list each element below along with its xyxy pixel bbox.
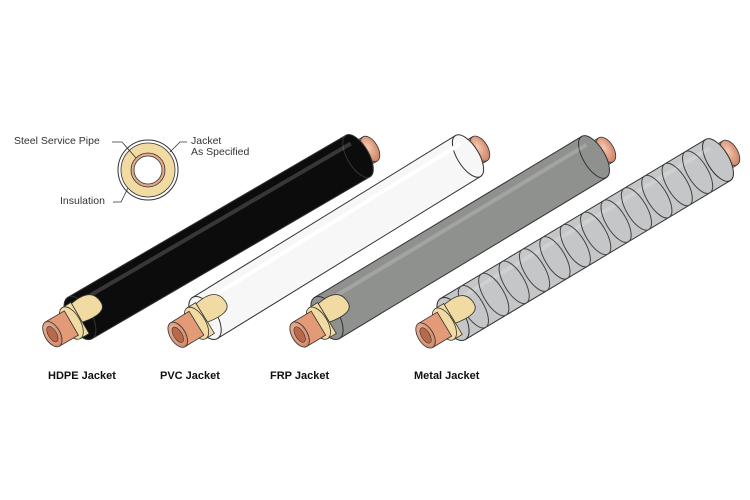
metal-jacket-seam [498, 260, 530, 305]
metal-jacket-seam [620, 187, 653, 231]
frp-jacket-back-end [578, 135, 610, 179]
hdpe-insulation-cutaway [71, 294, 103, 323]
jacket-label-line1: Jacket [191, 135, 222, 147]
metal-jacket-seam [559, 223, 591, 268]
metal-pipe [415, 138, 741, 349]
leader-service-pipe [112, 141, 137, 159]
metal-jacket-back-end [702, 138, 734, 182]
frp-jacket-highlight [318, 142, 588, 308]
hdpe-jacket-back-end [342, 134, 374, 178]
metal-jacket-seam [682, 150, 714, 194]
metal-jacket-seam [661, 162, 693, 207]
pvc-pipe [167, 134, 491, 348]
metal-jacket-highlight [444, 145, 712, 309]
hdpe-pipe [42, 134, 381, 348]
metal-jacket-seam [478, 272, 510, 317]
cross-section [112, 139, 187, 203]
metal-insulation-cutaway [443, 295, 476, 324]
service-pipe-label: Steel Service Pipe [14, 135, 100, 147]
hdpe-service-pipe-bore [46, 326, 59, 343]
metal-jacket-seam [600, 199, 632, 243]
pvc-insulation-cutaway [195, 294, 228, 323]
metal-jacket-seam [580, 211, 612, 256]
leader-jacket [169, 141, 187, 153]
jacket-label-line2: As Specified [191, 146, 250, 158]
pvc-jacket-label: PVC Jacket [160, 370, 220, 382]
leader-insulation [113, 187, 129, 203]
pipes-layer [42, 134, 741, 349]
insulation-label: Insulation [60, 195, 105, 207]
pipe-bore [133, 155, 163, 185]
pvc-jacket-highlight [196, 142, 462, 308]
frp-pipe [289, 135, 617, 348]
metal-jacket-label: Metal Jacket [414, 370, 480, 382]
metal-jacket-seam [539, 236, 571, 280]
metal-service-pipe-bore [419, 327, 432, 344]
frp-jacket-label: FRP Jacket [270, 370, 330, 382]
frp-insulation-cutaway [317, 294, 350, 323]
hdpe-jacket-highlight [71, 141, 352, 308]
hdpe-jacket-label: HDPE Jacket [48, 370, 116, 382]
pvc-service-pipe-bore [171, 326, 184, 343]
frp-service-pipe-bore [293, 326, 306, 343]
metal-jacket-seam [518, 248, 551, 292]
metal-jacket-seam [641, 174, 673, 219]
